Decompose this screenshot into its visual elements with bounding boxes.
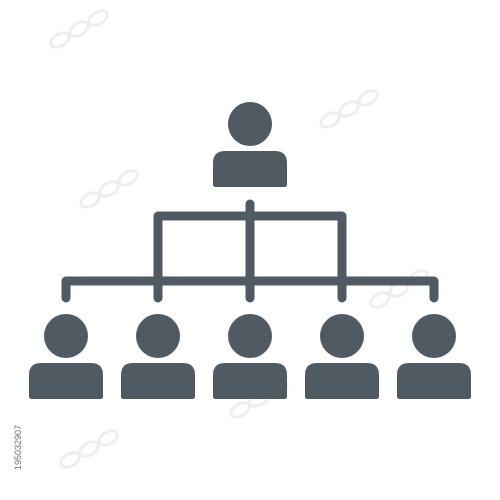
person-head — [228, 102, 272, 146]
person-head — [412, 314, 456, 358]
team-member-3-icon — [213, 314, 287, 399]
team-member-4-icon — [305, 314, 379, 399]
person-body — [397, 363, 471, 399]
person-body — [305, 363, 379, 399]
team-member-1-icon — [29, 314, 103, 399]
person-body — [121, 363, 195, 399]
person-body — [213, 363, 287, 399]
person-body — [213, 151, 287, 187]
person-body — [29, 363, 103, 399]
person-head — [320, 314, 364, 358]
connector-lines — [61, 199, 439, 303]
person-head — [44, 314, 88, 358]
manager-person-icon — [213, 102, 287, 187]
upper-branch-line — [153, 211, 347, 303]
team-member-2-icon — [121, 314, 195, 399]
lower-branch-line — [61, 276, 439, 303]
person-head — [228, 314, 272, 358]
team-member-5-icon — [397, 314, 471, 399]
person-head — [136, 314, 180, 358]
people-group — [29, 102, 471, 399]
